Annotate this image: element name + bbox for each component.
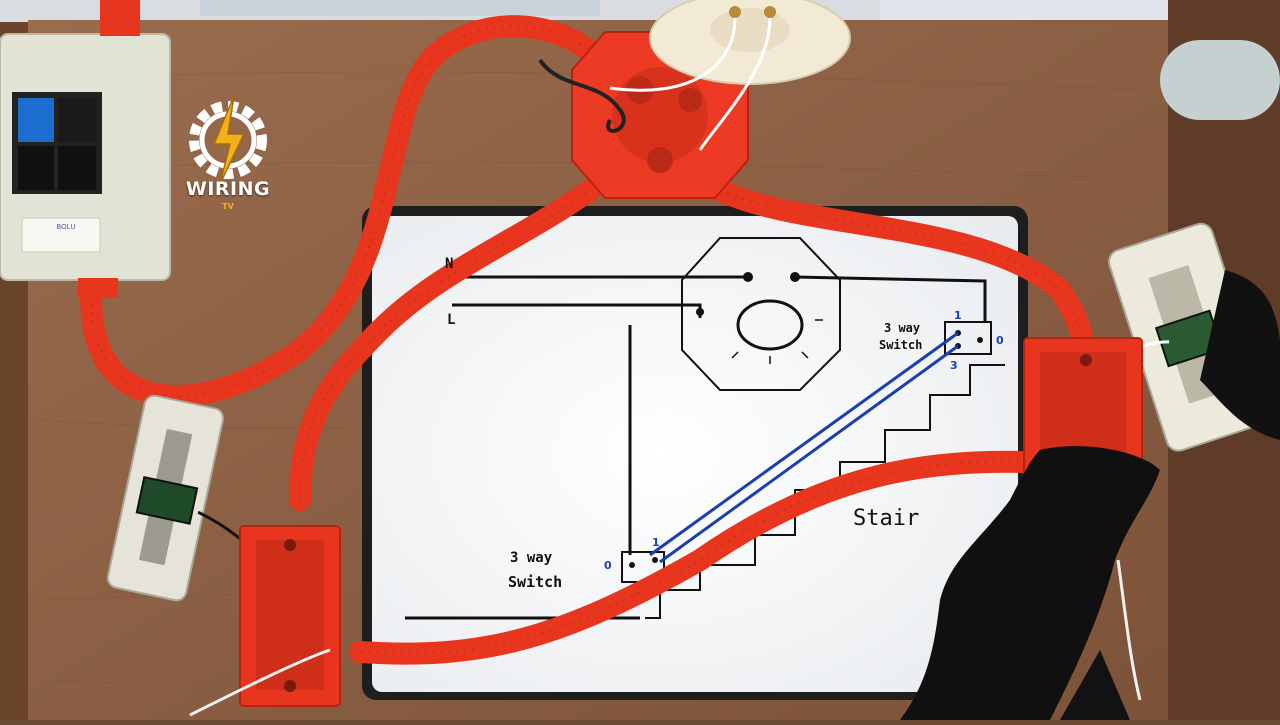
stair-label: Stair <box>853 506 920 531</box>
conduit-ribs <box>90 25 1083 655</box>
switch-bottom-label-line2: Switch <box>508 573 563 591</box>
background-object <box>200 0 600 16</box>
conduit-left-diagonal <box>289 179 601 511</box>
conduit-bottom <box>349 450 1041 665</box>
switch-top-label-line1: 3 way <box>884 321 921 335</box>
switch-top-terminal-1: 1 <box>954 309 962 322</box>
logo-name: WIRING <box>185 178 271 200</box>
switch-left <box>106 394 298 661</box>
switch-top-terminal-0: 0 <box>996 334 1004 347</box>
neutral-label: N <box>445 256 454 272</box>
lamp-drawing <box>736 299 804 351</box>
pipe-background <box>1160 40 1280 120</box>
circuit-breaker-box <box>0 0 171 298</box>
lamp-holder <box>609 0 851 151</box>
terminal-dots <box>629 272 983 568</box>
gloved-hand <box>900 270 1280 720</box>
breaker-label: BOLU <box>56 224 76 231</box>
switch-bottom-terminal-0: 0 <box>604 559 612 572</box>
logo-gear-icon <box>189 95 267 185</box>
traveller-wires <box>649 331 959 564</box>
switch-top-label-line2: Switch <box>879 338 923 352</box>
switch-bottom-terminal-1: 1 <box>652 536 660 549</box>
light-glare <box>686 462 694 470</box>
conduit-left-loop <box>80 15 611 407</box>
switch-top-terminal-3: 3 <box>950 359 958 372</box>
logo-sub: TV <box>222 202 234 211</box>
logo: WIRING TV <box>178 92 278 222</box>
switch-bottom-label-line1: 3 way <box>510 550 553 566</box>
whiteboard <box>372 216 1018 692</box>
switch-box-left <box>189 525 341 717</box>
line-label: L <box>447 312 456 328</box>
octagon-box-drawing <box>681 237 841 391</box>
